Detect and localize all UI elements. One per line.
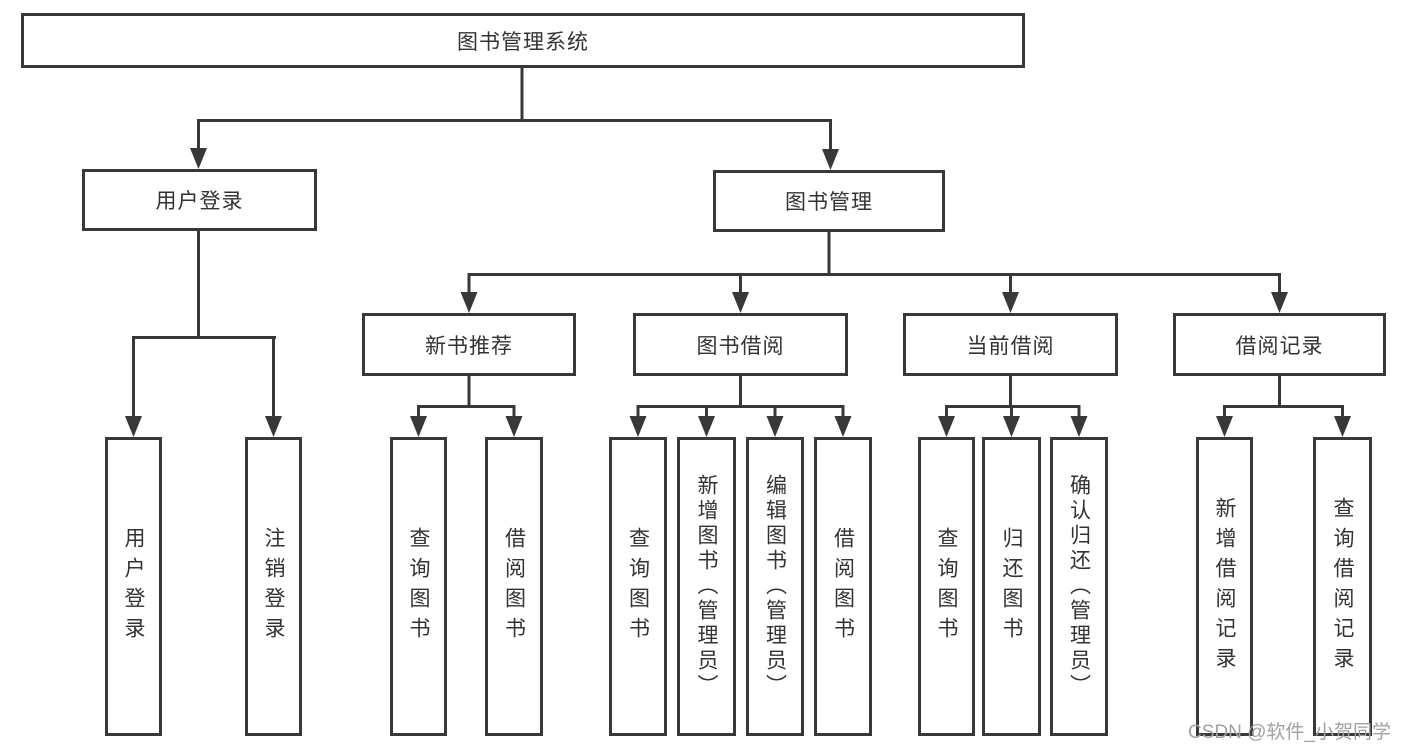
leaf-query-books-current: 查询图书 bbox=[918, 437, 975, 736]
leaf-add-borrow-record-label: 新增借阅记录 bbox=[1213, 496, 1236, 677]
leaf-query-borrow-record: 查询借阅记录 bbox=[1313, 437, 1372, 736]
leaf-edit-books-admin: 编辑图书（管理员） bbox=[746, 437, 804, 736]
node-book-borrowing-label: 图书借阅 bbox=[696, 334, 785, 358]
watermark: CSDN @软件_小贺同学 bbox=[1188, 722, 1391, 743]
node-book-management: 图书管理 bbox=[713, 170, 945, 232]
node-book-management-label: 图书管理 bbox=[785, 191, 873, 214]
leaf-query-borrow-record-label: 查询借阅记录 bbox=[1331, 496, 1354, 677]
leaf-user-login-label: 用户登录 bbox=[122, 526, 145, 647]
node-user-login: 用户登录 bbox=[82, 169, 317, 231]
leaf-confirm-return-admin-label: 确认归还（管理员） bbox=[1067, 474, 1091, 699]
leaf-borrow-books-borrowing: 借阅图书 bbox=[814, 437, 872, 736]
node-current-borrowing-label: 当前借阅 bbox=[966, 334, 1055, 358]
leaf-borrow-books-recommend-label: 借阅图书 bbox=[502, 526, 526, 647]
leaf-add-borrow-record: 新增借阅记录 bbox=[1196, 437, 1253, 736]
leaf-logout: 注销登录 bbox=[245, 437, 302, 736]
leaf-confirm-return-admin: 确认归还（管理员） bbox=[1050, 437, 1108, 736]
node-borrowing-records-label: 借阅记录 bbox=[1235, 334, 1324, 358]
leaf-query-books-borrowing: 查询图书 bbox=[609, 437, 667, 736]
leaf-return-books: 归还图书 bbox=[982, 437, 1041, 736]
leaf-borrow-books-borrowing-label: 借阅图书 bbox=[831, 526, 855, 647]
node-new-book-recommendation: 新书推荐 bbox=[362, 313, 576, 376]
leaf-add-books-admin: 新增图书（管理员） bbox=[677, 437, 736, 736]
leaf-return-books-label: 归还图书 bbox=[1000, 526, 1023, 647]
leaf-query-books-current-label: 查询图书 bbox=[935, 526, 958, 647]
node-borrowing-records: 借阅记录 bbox=[1173, 313, 1386, 376]
node-new-book-recommendation-label: 新书推荐 bbox=[425, 334, 513, 358]
node-user-login-label: 用户登录 bbox=[155, 190, 244, 213]
node-root: 图书管理系统 bbox=[21, 13, 1025, 68]
leaf-query-books-recommend: 查询图书 bbox=[390, 437, 447, 736]
leaf-logout-label: 注销登录 bbox=[262, 526, 285, 647]
leaf-query-books-recommend-label: 查询图书 bbox=[407, 526, 430, 647]
node-book-borrowing: 图书借阅 bbox=[633, 313, 848, 376]
leaf-borrow-books-recommend: 借阅图书 bbox=[485, 437, 543, 736]
node-root-label: 图书管理系统 bbox=[457, 30, 589, 54]
leaf-add-books-admin-label: 新增图书（管理员） bbox=[695, 474, 718, 699]
leaf-query-books-borrowing-label: 查询图书 bbox=[626, 526, 650, 647]
node-current-borrowing: 当前借阅 bbox=[903, 313, 1118, 376]
leaf-edit-books-admin-label: 编辑图书（管理员） bbox=[763, 474, 787, 699]
leaf-user-login: 用户登录 bbox=[105, 437, 162, 736]
